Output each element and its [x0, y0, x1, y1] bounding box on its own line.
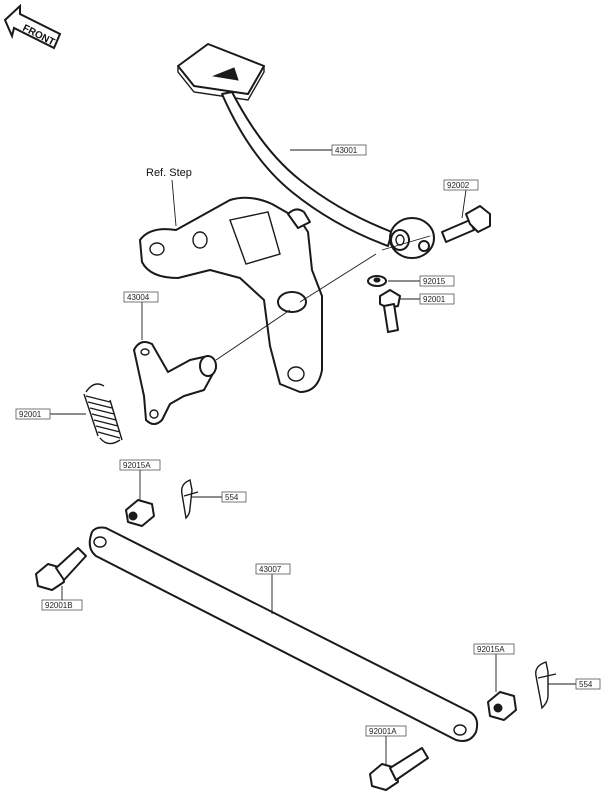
- bolt-92002: [441, 205, 491, 243]
- callout-92001b-text: 92001B: [45, 601, 73, 610]
- callout-43007-text: 43007: [259, 565, 282, 574]
- step-bracket: [139, 196, 323, 393]
- callout-92015a-upper: 92015A: [119, 459, 161, 471]
- callout-43004-text: 43004: [127, 293, 150, 302]
- callout-92001-spring: 92001: [15, 408, 51, 420]
- brake-pedal-arm: [177, 43, 435, 259]
- callout-92001-pedal-text: 92001: [423, 295, 446, 304]
- callout-554-upper-text: 554: [225, 493, 239, 502]
- callout-92002: 92002: [443, 179, 479, 191]
- callout-43004: 43004: [123, 291, 159, 303]
- callout-92015a-lower-text: 92015A: [477, 645, 505, 654]
- callout-554-lower-text: 554: [579, 680, 593, 689]
- callout-92015: 92015: [419, 275, 455, 287]
- leader-lines: [50, 149, 576, 764]
- callout-92002-text: 92002: [447, 181, 470, 190]
- callout-92001a: 92001A: [365, 725, 407, 737]
- cotter-pin-554-upper: [180, 479, 199, 520]
- cotter-pin-554-lower: [535, 661, 557, 710]
- callout-554-upper: 554: [221, 491, 247, 503]
- callout-92001-spring-text: 92001: [19, 410, 42, 419]
- callout-92015a-upper-text: 92015A: [123, 461, 151, 470]
- bolt-92001-pedal: [379, 289, 401, 333]
- callout-43007: 43007: [255, 563, 291, 575]
- bolt-92001a: [369, 747, 429, 791]
- washer-92015a-upper: [125, 499, 155, 527]
- callout-43001-text: 43001: [335, 146, 358, 155]
- callout-92001-pedal: 92001: [419, 293, 455, 305]
- washer-92015: [367, 275, 387, 287]
- bolt-92001b: [35, 547, 87, 591]
- callout-92015a-lower: 92015A: [473, 643, 515, 655]
- brake-rod-43007: [88, 526, 479, 742]
- callout-43001: 43001: [331, 144, 367, 156]
- spring-92001: [83, 383, 123, 445]
- assembly-lines: [215, 235, 431, 361]
- ref-step-label: Ref. Step: [146, 167, 192, 179]
- lever-43004: [133, 341, 217, 425]
- front-arrow-icon: FRONT: [3, 3, 62, 50]
- callout-92001a-text: 92001A: [369, 727, 397, 736]
- washer-92015a-lower: [487, 691, 517, 721]
- callout-92015-text: 92015: [423, 277, 446, 286]
- callout-554-lower: 554: [575, 678, 601, 690]
- callout-92001b: 92001B: [41, 599, 83, 611]
